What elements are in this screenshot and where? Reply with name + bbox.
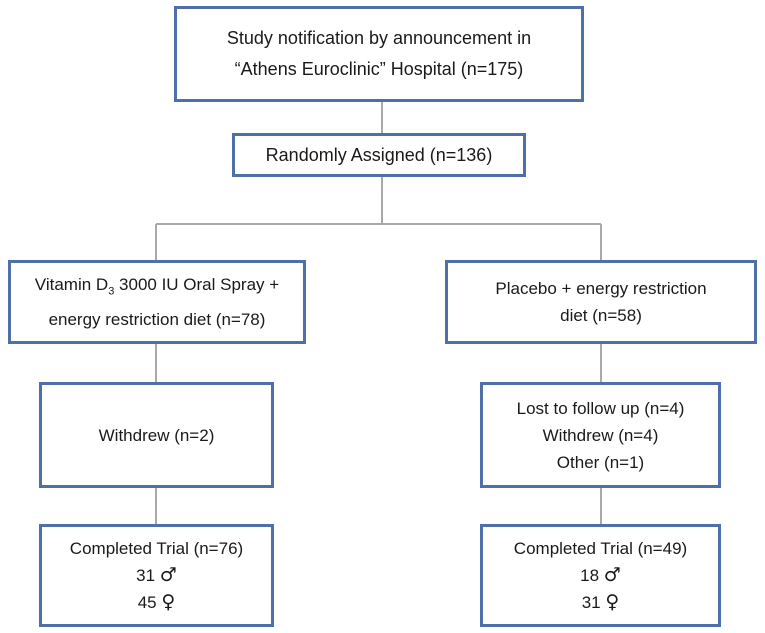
vitamin-arm-line-1-pre: Vitamin D (34, 275, 109, 295)
vitamin-withdrew-text: Withdrew (n=2) (98, 425, 215, 445)
placebo-completed-box: Completed Trial (n=49) 18 ♂ 31 ♀ (480, 524, 721, 627)
male-symbol-icon: ♂ (603, 563, 621, 586)
vitamin-arm-line-1: Vitamin D3 3000 IU Oral Spray + (35, 271, 279, 305)
placebo-losses-line-3: Other (n=1) (556, 452, 645, 472)
notification-line-1: Study notification by announcement in (226, 28, 532, 48)
placebo-losses-line-1: Lost to follow up (n=4) (516, 398, 685, 418)
randomized-text: Randomly Assigned (n=136) (265, 144, 493, 165)
placebo-losses-box: Lost to follow up (n=4) Withdrew (n=4) O… (480, 382, 721, 488)
placebo-completed-female: 31 ♀ (582, 589, 620, 616)
placebo-losses-line-2: Withdrew (n=4) (542, 425, 659, 445)
placebo-arm-line-1: Placebo + energy restriction (495, 279, 707, 298)
placebo-female-count: 31 (581, 592, 601, 612)
vitamin-arm-box: Vitamin D3 3000 IU Oral Spray + energy r… (8, 260, 306, 344)
vitamin-female-count: 45 (137, 592, 157, 612)
notification-box: Study notification by announcement in “A… (174, 6, 584, 102)
vitamin-completed-male: 31 ♂ (136, 562, 177, 589)
placebo-arm-line-2: diet (n=58) (560, 306, 642, 325)
vitamin-arm-line-1-sub: 3 (108, 285, 115, 298)
vitamin-arm-line-1-post: 3000 IU Oral Spray + (114, 275, 280, 295)
vitamin-completed-box: Completed Trial (n=76) 31 ♂ 45 ♀ (39, 524, 274, 627)
vitamin-arm-line-2: energy restriction diet (n=78) (48, 309, 266, 329)
placebo-male-count: 18 (580, 565, 600, 585)
vitamin-withdrew-box: Withdrew (n=2) (39, 382, 274, 488)
vitamin-male-count: 31 (136, 565, 156, 585)
male-symbol-icon: ♂ (159, 563, 177, 586)
vitamin-completed-female: 45 ♀ (138, 589, 176, 616)
placebo-arm-box: Placebo + energy restriction diet (n=58) (445, 260, 757, 344)
randomized-box: Randomly Assigned (n=136) (232, 133, 526, 177)
vitamin-completed-title: Completed Trial (n=76) (69, 538, 244, 558)
notification-line-2: “Athens Euroclinic” Hospital (n=175) (234, 59, 524, 79)
female-symbol-icon: ♀ (605, 590, 620, 613)
placebo-completed-male: 18 ♂ (580, 562, 621, 589)
placebo-completed-title: Completed Trial (n=49) (513, 538, 688, 558)
female-symbol-icon: ♀ (161, 590, 176, 613)
